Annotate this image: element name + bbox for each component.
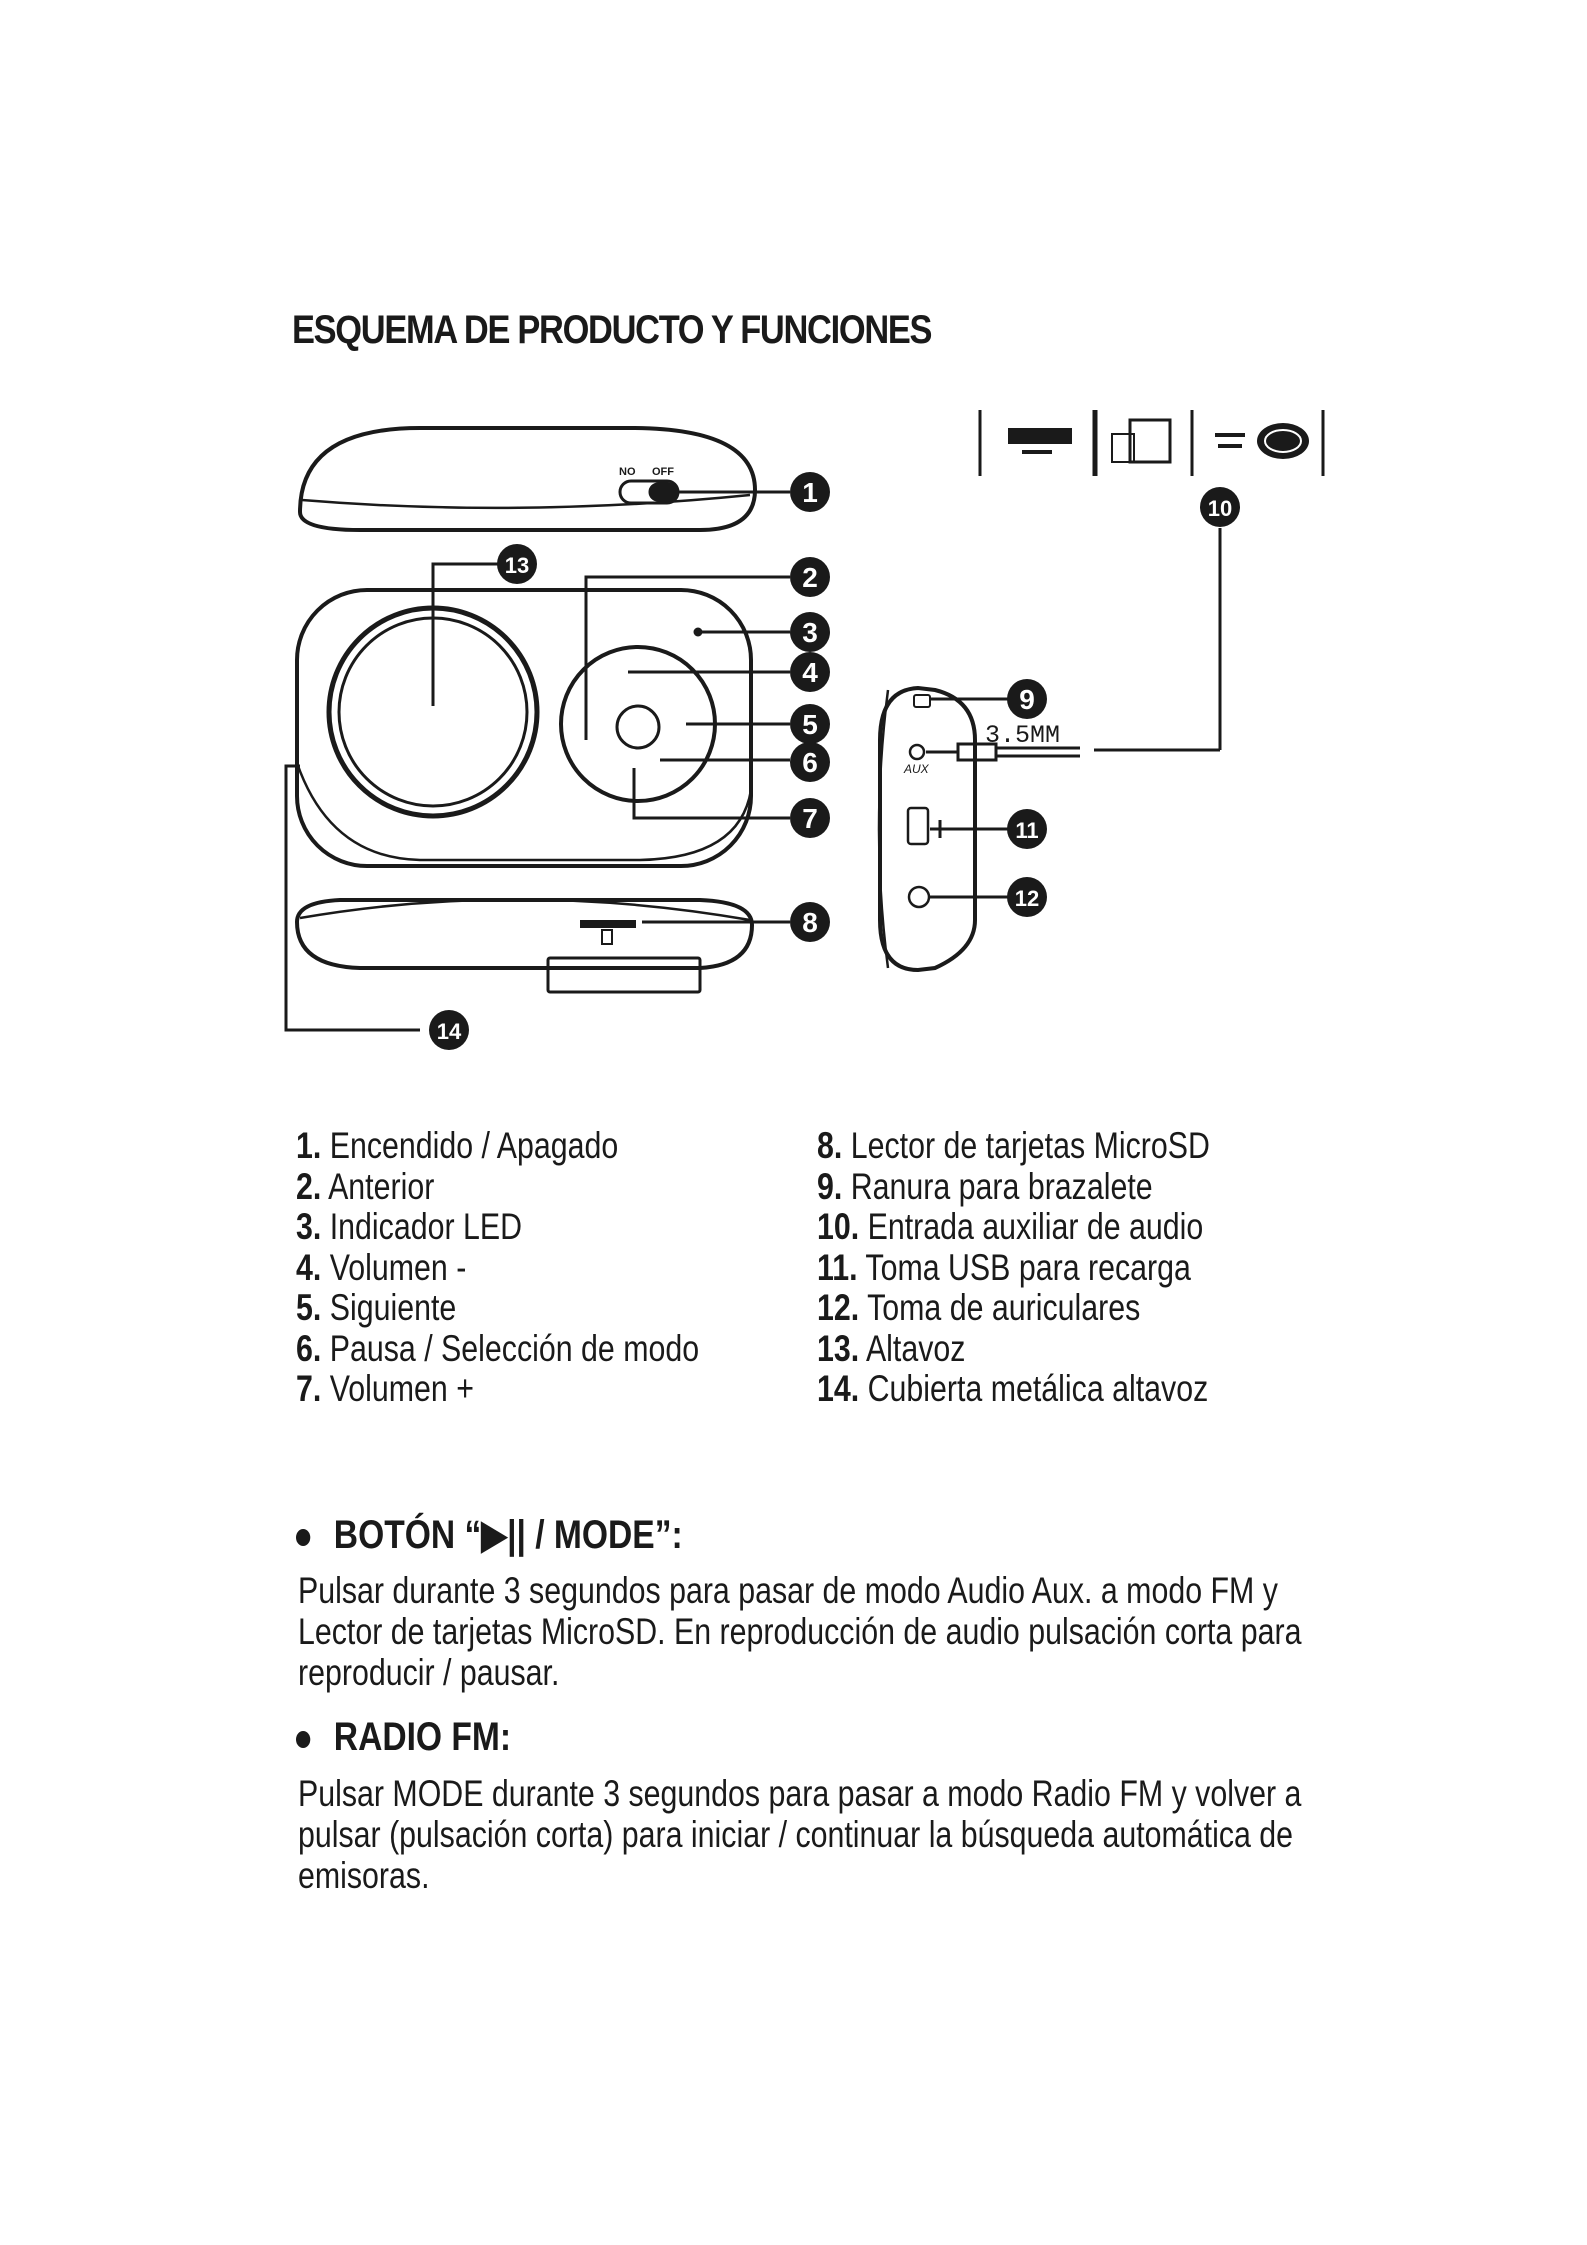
svg-text:11: 11 xyxy=(1015,818,1038,843)
section-heading-radio-fm: RADIO FM: xyxy=(296,1715,511,1760)
svg-text:8: 8 xyxy=(802,907,818,938)
legend-item: 13. Altavoz xyxy=(817,1327,966,1369)
legend-item: 9. Ranura para brazalete xyxy=(817,1165,1153,1207)
svg-text:7: 7 xyxy=(802,803,818,834)
legend-item: 3. Indicador LED xyxy=(296,1206,522,1247)
bullet-icon xyxy=(296,1528,311,1546)
legend-item: 5. Siguiente xyxy=(296,1287,457,1328)
svg-text:4: 4 xyxy=(802,657,818,688)
svg-text:13: 13 xyxy=(505,553,529,578)
callout-13: 13 xyxy=(497,544,537,584)
bullet-icon xyxy=(296,1730,311,1748)
section-body-mode-button: Pulsar durante 3 segundos para pasar de … xyxy=(298,1570,1302,1693)
aux-cable xyxy=(926,528,1222,762)
legend-item: 11. Toma USB para recarga xyxy=(817,1246,1191,1288)
callout-14: 14 xyxy=(429,1010,469,1050)
device-bottom-view xyxy=(294,898,755,994)
legend-list-right: 8. Lector de tarjetas MicroSD 9. Ranura … xyxy=(817,1125,1210,1410)
switch-on-label: NO xyxy=(619,466,636,478)
svg-text:1: 1 xyxy=(802,477,818,508)
legend-item: 6. Pausa / Selección de modo xyxy=(296,1327,700,1369)
page-title: ESQUEMA DE PRODUCTO Y FUNCIONES xyxy=(292,308,932,352)
callout-2: 2 xyxy=(790,557,830,597)
legend-item: 14. Cubierta metálica altavoz xyxy=(817,1368,1209,1409)
legend-item: 12. Toma de auriculares xyxy=(817,1287,1141,1328)
compatible-devices xyxy=(978,410,1325,476)
jack-size-label: 3.5MM xyxy=(985,721,1060,750)
aux-label: AUX xyxy=(903,762,930,776)
svg-text:14: 14 xyxy=(437,1019,462,1044)
svg-text:2: 2 xyxy=(802,562,818,593)
device-top-view xyxy=(297,426,758,532)
legend-item: 2. Anterior xyxy=(296,1165,435,1207)
callout-4: 4 xyxy=(790,652,830,692)
callout-8: 8 xyxy=(790,902,830,942)
legend-item: 7. Volumen + xyxy=(296,1368,474,1409)
device-side-view xyxy=(877,685,977,973)
callout-7: 7 xyxy=(790,798,830,838)
callout-3: 3 xyxy=(790,612,830,652)
callout-1: 1 xyxy=(790,472,830,512)
svg-text:10: 10 xyxy=(1208,496,1232,521)
legend-item: 1. Encendido / Apagado xyxy=(296,1125,619,1166)
callout-6: 6 xyxy=(790,742,830,782)
device-front-view xyxy=(295,588,753,868)
legend-item: 4. Volumen - xyxy=(296,1246,467,1288)
callout-11: 11 xyxy=(1007,809,1047,849)
callout-5: 5 xyxy=(790,704,830,744)
switch-off-label: OFF xyxy=(652,466,674,478)
svg-text:3: 3 xyxy=(802,617,818,648)
callout-10: 10 xyxy=(1200,487,1240,527)
callout-markers: 1 2 3 4 5 6 7 8 9 10 11 12 13 14 xyxy=(429,472,1240,1050)
svg-text:9: 9 xyxy=(1019,684,1035,715)
leader-lines xyxy=(284,490,1010,1032)
callout-12: 12 xyxy=(1007,877,1047,917)
callout-9: 9 xyxy=(1007,679,1047,719)
legend-list-left: 1. Encendido / Apagado 2. Anterior 3. In… xyxy=(296,1125,700,1410)
legend-item: 10. Entrada auxiliar de audio xyxy=(817,1206,1204,1247)
svg-text:12: 12 xyxy=(1015,886,1039,911)
section-body-radio-fm: Pulsar MODE durante 3 segundos para pasa… xyxy=(298,1773,1302,1896)
svg-text:5: 5 xyxy=(802,709,818,740)
svg-text:6: 6 xyxy=(802,747,818,778)
legend-item: 8. Lector de tarjetas MicroSD xyxy=(817,1125,1210,1166)
section-heading-mode-button: BOTÓN “▶|| / MODE”: xyxy=(296,1512,683,1558)
